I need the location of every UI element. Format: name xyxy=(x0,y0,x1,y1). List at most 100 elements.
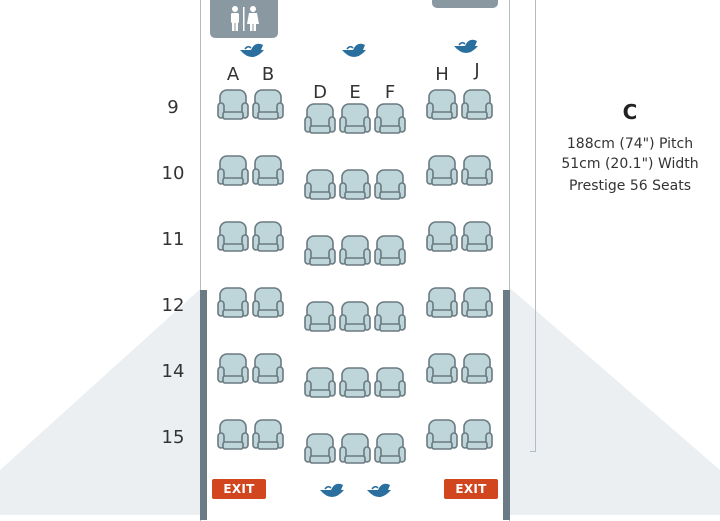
right-wing-marker xyxy=(503,290,510,520)
seat-15j[interactable] xyxy=(461,418,493,452)
seat-10j[interactable] xyxy=(461,154,493,188)
seat-icon xyxy=(426,89,458,120)
column-letter-j: J xyxy=(474,60,480,81)
seat-icon xyxy=(339,433,371,464)
seat-icon xyxy=(252,221,284,252)
seat-11a[interactable] xyxy=(217,220,249,254)
seat-10h[interactable] xyxy=(426,154,458,188)
seat-icon xyxy=(217,155,249,186)
seat-12h[interactable] xyxy=(426,286,458,320)
seat-10d[interactable] xyxy=(304,168,336,202)
seat-icon xyxy=(461,155,493,186)
seat-12e[interactable] xyxy=(339,300,371,334)
seat-9a[interactable] xyxy=(217,88,249,122)
seat-15b[interactable] xyxy=(252,418,284,452)
seat-icon xyxy=(461,221,493,252)
row-number-11: 11 xyxy=(161,229,185,250)
seat-icon xyxy=(304,433,336,464)
lavatory-2[interactable] xyxy=(432,0,498,8)
seat-icon xyxy=(374,433,406,464)
seat-9h[interactable] xyxy=(426,88,458,122)
seat-12d[interactable] xyxy=(304,300,336,334)
seat-icon xyxy=(374,235,406,266)
seat-9b[interactable] xyxy=(252,88,284,122)
seat-icon xyxy=(217,419,249,450)
seat-icon xyxy=(304,367,336,398)
seat-11j[interactable] xyxy=(461,220,493,254)
seat-12f[interactable] xyxy=(374,300,406,334)
seat-14j[interactable] xyxy=(461,352,493,386)
seat-icon xyxy=(339,169,371,200)
bassinet-icon xyxy=(339,40,369,62)
seat-icon xyxy=(252,353,284,384)
seat-14b[interactable] xyxy=(252,352,284,386)
seat-icon xyxy=(339,235,371,266)
seat-9d[interactable] xyxy=(304,102,336,136)
seat-15f[interactable] xyxy=(374,432,406,466)
cabin-pitch: 188cm (74") Pitch xyxy=(566,136,694,152)
seat-11h[interactable] xyxy=(426,220,458,254)
seat-icon xyxy=(217,287,249,318)
cabin-width: 51cm (20.1") Width xyxy=(561,156,699,172)
seat-icon xyxy=(339,103,371,134)
column-letter-b: B xyxy=(261,64,275,85)
row-number-10: 10 xyxy=(161,163,185,184)
seat-12a[interactable] xyxy=(217,286,249,320)
column-letter-h: H xyxy=(435,64,449,85)
seat-12j[interactable] xyxy=(461,286,493,320)
seat-icon xyxy=(304,103,336,134)
seat-12b[interactable] xyxy=(252,286,284,320)
seat-icon xyxy=(426,287,458,318)
seat-11f[interactable] xyxy=(374,234,406,268)
row-number-12: 12 xyxy=(161,295,185,316)
seat-icon xyxy=(426,419,458,450)
seat-icon xyxy=(374,103,406,134)
seat-icon xyxy=(217,89,249,120)
seat-15a[interactable] xyxy=(217,418,249,452)
seat-11e[interactable] xyxy=(339,234,371,268)
lavatory[interactable] xyxy=(210,0,278,38)
seat-icon xyxy=(217,353,249,384)
exit-left: EXIT xyxy=(212,479,266,499)
seat-9e[interactable] xyxy=(339,102,371,136)
seat-14f[interactable] xyxy=(374,366,406,400)
seat-icon xyxy=(461,89,493,120)
seat-icon xyxy=(426,353,458,384)
seat-10b[interactable] xyxy=(252,154,284,188)
seat-icon xyxy=(374,367,406,398)
seat-9j[interactable] xyxy=(461,88,493,122)
bassinet-icon xyxy=(317,480,347,502)
column-letter-d: D xyxy=(313,82,327,103)
seat-14e[interactable] xyxy=(339,366,371,400)
seat-icon xyxy=(374,169,406,200)
cabin-section-bracket xyxy=(530,0,536,452)
seat-10a[interactable] xyxy=(217,154,249,188)
seat-icon xyxy=(252,89,284,120)
left-wing-marker xyxy=(200,290,207,520)
seat-15d[interactable] xyxy=(304,432,336,466)
seat-10f[interactable] xyxy=(374,168,406,202)
seat-10e[interactable] xyxy=(339,168,371,202)
seat-icon xyxy=(252,155,284,186)
seat-15e[interactable] xyxy=(339,432,371,466)
seat-icon xyxy=(252,287,284,318)
restroom-icon xyxy=(231,6,259,31)
exit-right: EXIT xyxy=(444,479,498,499)
seat-11d[interactable] xyxy=(304,234,336,268)
seat-15h[interactable] xyxy=(426,418,458,452)
seat-icon xyxy=(304,235,336,266)
seat-14a[interactable] xyxy=(217,352,249,386)
seat-icon xyxy=(339,301,371,332)
seat-icon xyxy=(461,419,493,450)
seat-9f[interactable] xyxy=(374,102,406,136)
cabin-class-letter: C xyxy=(622,100,638,124)
column-letter-a: A xyxy=(226,64,240,85)
bassinet-icon xyxy=(451,36,481,58)
seat-11b[interactable] xyxy=(252,220,284,254)
seat-14h[interactable] xyxy=(426,352,458,386)
bassinet-icon xyxy=(237,40,267,62)
row-number-15: 15 xyxy=(161,427,185,448)
seat-icon xyxy=(374,301,406,332)
seat-14d[interactable] xyxy=(304,366,336,400)
